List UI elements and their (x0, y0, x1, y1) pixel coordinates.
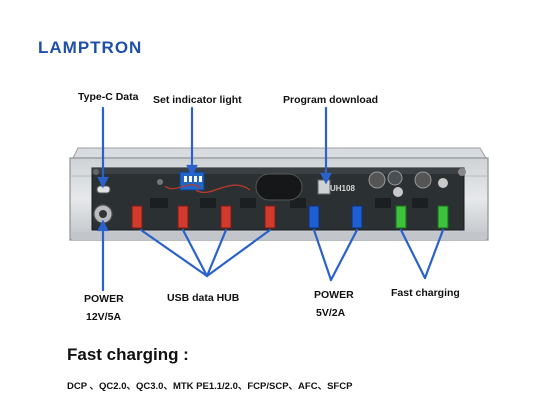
usb-port-green-1 (395, 205, 407, 229)
usb-port-blue-2 (351, 205, 363, 229)
usb-port-green-2 (437, 205, 449, 229)
usb-ports (131, 205, 449, 229)
lamptron-logo: LAMPTRON (38, 38, 143, 57)
program-download-label: Program download (283, 94, 379, 106)
usb-port-red-3 (220, 205, 232, 229)
fast-charging-protocols: DCP 、QC2.0、QC3.0、MTK PE1.1/2.0、FCP/SCP、A… (67, 381, 353, 392)
power-5v-title: POWER (314, 289, 354, 301)
usb-port-red-4 (264, 205, 276, 229)
pcb-board (91, 167, 466, 231)
usb-port-red-2 (177, 205, 189, 229)
type-c-data-label: Type-C Data (78, 91, 139, 103)
usb-port-blue-1 (308, 205, 320, 229)
fast-charging-label: Fast charging (391, 287, 460, 299)
power-12v-title: POWER (84, 293, 124, 305)
power-12v-spec: 12V/5A (86, 311, 122, 323)
dc-power-jack (93, 204, 113, 224)
set-indicator-light-label: Set indicator light (153, 94, 242, 106)
callout-pointers (97, 106, 445, 292)
usb-port-red-1 (131, 205, 143, 229)
board-silk-label: UH108 (330, 184, 355, 193)
power-5v-spec: 5V/2A (316, 307, 346, 319)
usb-data-hub-label: USB data HUB (167, 292, 240, 304)
fast-charging-heading: Fast charging : (67, 345, 189, 364)
